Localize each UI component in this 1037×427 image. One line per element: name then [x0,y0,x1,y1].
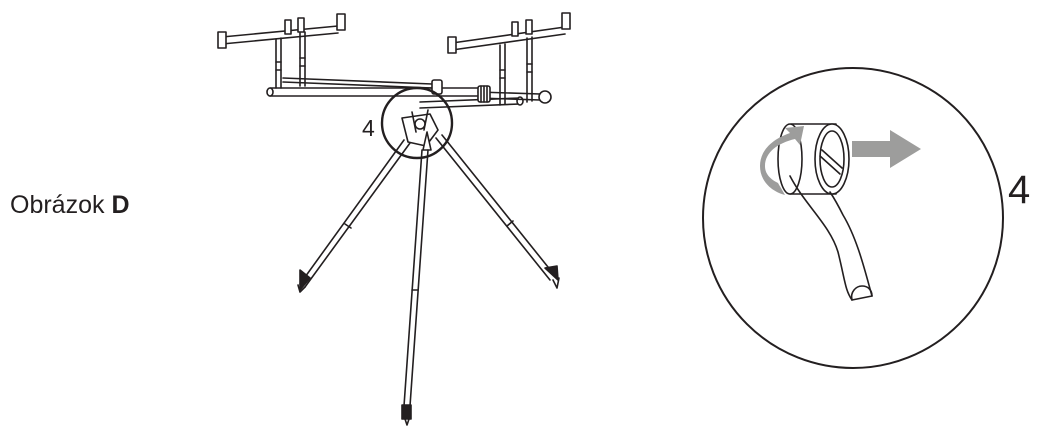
frame-bars [266,77,552,109]
figure-caption: Obrázok D [10,190,130,220]
detail-highlight-circle [380,86,454,160]
pull-out-arrow-icon [852,130,921,168]
central-hub [401,109,439,151]
left-buzz-bar [217,13,346,89]
tripod-legs [297,134,560,426]
overview-callout-number: 4 [362,115,375,141]
rotate-arrow-icon [760,126,804,195]
lever-detail-view [702,67,1004,369]
right-buzz-bar [447,12,571,106]
detail-callout-number: 4 [1008,168,1031,212]
figure-caption-prefix: Obrázok [10,191,112,219]
figure-caption-letter: D [111,191,130,219]
